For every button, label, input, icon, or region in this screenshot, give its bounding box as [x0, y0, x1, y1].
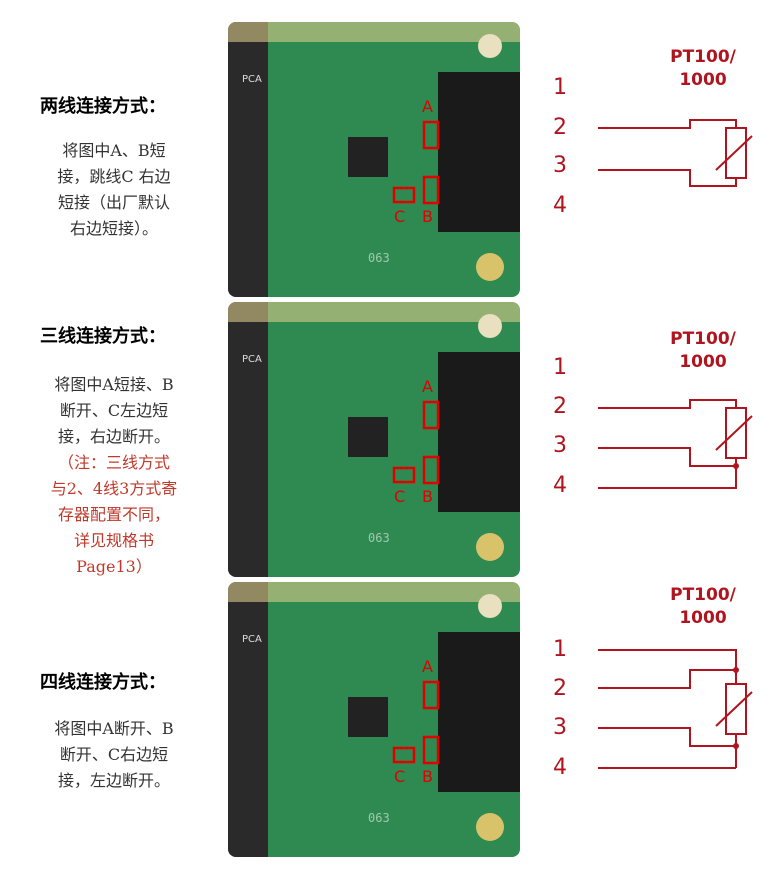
pt100-label: PT100/1000	[670, 47, 736, 90]
pt100-label: PT100/1000	[670, 329, 736, 372]
pin-number: 2	[553, 394, 567, 419]
note-line: （注：三线方式	[57, 453, 170, 472]
panel-description: 将图中A断开、B 断开、C右边短 接，左边断开。	[54, 719, 174, 790]
board-silk-text: 063	[368, 251, 390, 265]
panel-title: 三线连接方式：	[40, 326, 166, 347]
board-silk-text: PCA	[242, 354, 262, 365]
board-silk-text: PCA	[242, 634, 262, 645]
note-line: 与2、4线3方式寄	[50, 479, 178, 498]
note-line: 存器配置不同，	[57, 505, 170, 524]
panel-description: 将图中A短接、B 断开、C左边短 接，右边断开。 （注：三线方式 与2、4线3方…	[14, 372, 214, 580]
jumper-c-label: C	[394, 207, 405, 226]
pin-number: 1	[553, 637, 567, 662]
board-silk-text: 063	[368, 531, 390, 545]
pcb-photo: A B C PCA 063	[228, 22, 520, 297]
jumper-b-label: B	[422, 207, 433, 226]
four-wire-schematic	[598, 649, 753, 769]
jumper-b-label: B	[422, 767, 433, 786]
board-silk-text: 063	[368, 811, 390, 825]
pcb-photo: A B C PCA 063	[228, 582, 520, 857]
panel-title: 四线连接方式：	[40, 672, 166, 693]
board-silk-text: PCA	[242, 74, 262, 85]
pin-number: 4	[553, 473, 567, 498]
pin-number: 3	[553, 433, 567, 458]
pin-number: 4	[553, 193, 567, 218]
pin-number: 1	[553, 75, 567, 100]
two-wire-schematic	[598, 119, 753, 187]
pin-number: 2	[553, 676, 567, 701]
note-line: Page13）	[76, 557, 152, 576]
pin-number: 3	[553, 715, 567, 740]
jumper-c-label: C	[394, 767, 405, 786]
pin-number: 4	[553, 755, 567, 780]
jumper-a-label: A	[422, 377, 433, 396]
pin-number: 1	[553, 355, 567, 380]
jumper-a-label: A	[422, 97, 433, 116]
pin-number: 2	[553, 115, 567, 140]
pcb-photo: A B C PCA 063	[228, 302, 520, 577]
pin-number: 3	[553, 153, 567, 178]
note-line: 详见规格书	[73, 531, 154, 550]
panel-title: 两线连接方式：	[40, 96, 166, 117]
jumper-c-label: C	[394, 487, 405, 506]
jumper-b-label: B	[422, 487, 433, 506]
three-wire-schematic	[598, 399, 753, 489]
panel-description: 将图中A、B短 接，跳线C 右边 短接（出厂默认 右边短接）。	[57, 141, 171, 238]
pt100-label: PT100/1000	[670, 585, 736, 628]
jumper-a-label: A	[422, 657, 433, 676]
